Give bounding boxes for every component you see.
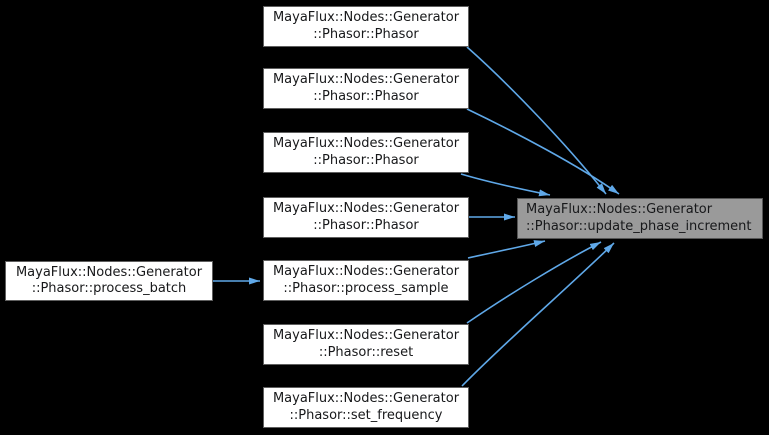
node-label-line2: ::Phasor::Phasor — [313, 217, 419, 233]
node-label-line1: MayaFlux::Nodes::Generator — [526, 202, 713, 217]
node-label-line1: MayaFlux::Nodes::Generator — [272, 10, 460, 25]
node-phasor-constructor-3[interactable]: MayaFlux::Nodes::Generator ::Phasor::Pha… — [263, 132, 469, 173]
node-label-line2: ::Phasor::Phasor — [313, 152, 419, 168]
node-label-line1: MayaFlux::Nodes::Generator — [272, 201, 460, 216]
node-update-phase-increment-focus: MayaFlux::Nodes::Generator ::Phasor::upd… — [517, 198, 763, 239]
node-label-line2: ::Phasor::Phasor — [313, 88, 419, 104]
node-phasor-constructor-1[interactable]: MayaFlux::Nodes::Generator ::Phasor::Pha… — [263, 6, 469, 47]
node-phasor-constructor-4[interactable]: MayaFlux::Nodes::Generator ::Phasor::Pha… — [263, 197, 469, 238]
node-label-line2: ::Phasor::set_frequency — [289, 407, 443, 423]
edge-process-sample-to-update — [467, 240, 546, 259]
node-label-line1: MayaFlux::Nodes::Generator — [272, 391, 460, 406]
node-process-sample[interactable]: MayaFlux::Nodes::Generator ::Phasor::pro… — [263, 260, 469, 301]
node-label-line1: MayaFlux::Nodes::Generator — [272, 264, 460, 279]
node-label-line2: ::Phasor::update_phase_increment — [526, 218, 752, 234]
node-process-batch[interactable]: MayaFlux::Nodes::Generator ::Phasor::pro… — [5, 261, 213, 301]
node-label-line1: MayaFlux::Nodes::Generator — [272, 328, 460, 343]
node-label-line2: ::Phasor::reset — [318, 344, 414, 360]
node-set-frequency[interactable]: MayaFlux::Nodes::Generator ::Phasor::set… — [263, 387, 469, 428]
node-label-line2: ::Phasor::Phasor — [313, 26, 419, 42]
node-label-line1: MayaFlux::Nodes::Generator — [15, 264, 203, 280]
node-phasor-constructor-2[interactable]: MayaFlux::Nodes::Generator ::Phasor::Pha… — [263, 68, 469, 109]
node-label-line2: ::Phasor::process_batch — [31, 281, 187, 296]
node-reset[interactable]: MayaFlux::Nodes::Generator ::Phasor::res… — [263, 324, 469, 365]
edge-reset-to-update — [466, 241, 602, 324]
node-label-line1: MayaFlux::Nodes::Generator — [272, 136, 460, 151]
edge-phasor2-to-update — [466, 108, 620, 195]
node-label-line1: MayaFlux::Nodes::Generator — [272, 72, 460, 87]
edge-set-frequency-to-update — [461, 242, 615, 387]
edge-phasor3-to-update — [460, 173, 551, 197]
node-label-line2: ::Phasor::process_sample — [283, 280, 449, 296]
